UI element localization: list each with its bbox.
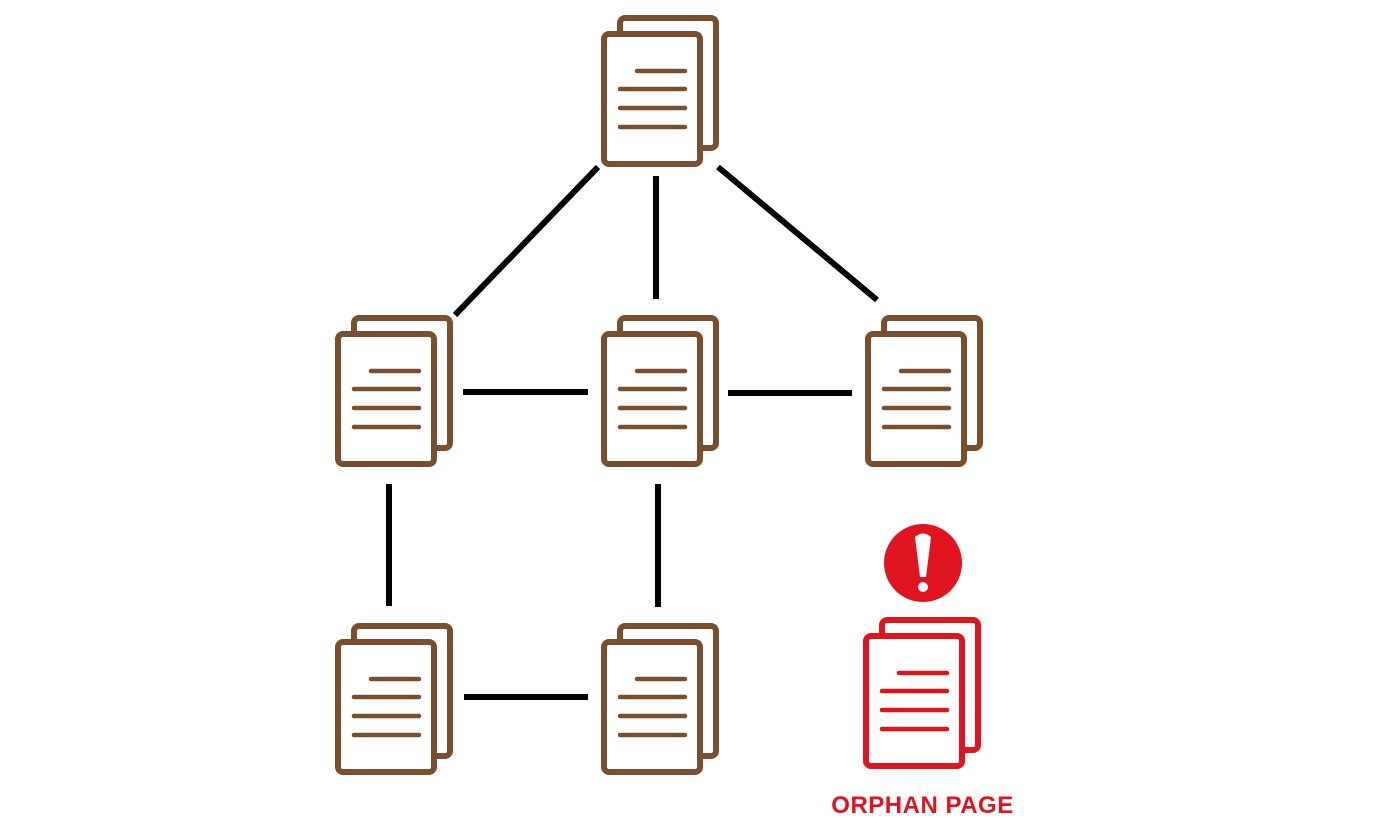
front-sheet bbox=[601, 31, 703, 167]
link-root-to-mid-left bbox=[452, 164, 601, 318]
link-lines bbox=[386, 164, 879, 700]
link-root-to-mid-right bbox=[716, 164, 879, 303]
exclamation-icon bbox=[884, 524, 962, 602]
front-sheet bbox=[863, 633, 965, 769]
page-node-mid-left-document-stack-icon bbox=[335, 315, 453, 467]
orphan-page-label: ORPHAN PAGE bbox=[831, 792, 1014, 819]
front-sheet bbox=[601, 639, 703, 775]
front-sheet bbox=[601, 331, 703, 467]
page-node-mid-center-document-stack-icon bbox=[601, 315, 719, 467]
page-nodes bbox=[335, 15, 983, 775]
front-sheet bbox=[335, 639, 437, 775]
page-node-bottom-center-document-stack-icon bbox=[601, 623, 719, 775]
orphan-page-document-stack-icon bbox=[863, 617, 981, 769]
page-node-bottom-left-document-stack-icon bbox=[335, 623, 453, 775]
page-node-mid-right-document-stack-icon bbox=[865, 315, 983, 467]
orphan-page-group bbox=[863, 524, 981, 769]
front-sheet bbox=[865, 331, 967, 467]
page-node-root-document-stack-icon bbox=[601, 15, 719, 167]
front-sheet bbox=[335, 331, 437, 467]
